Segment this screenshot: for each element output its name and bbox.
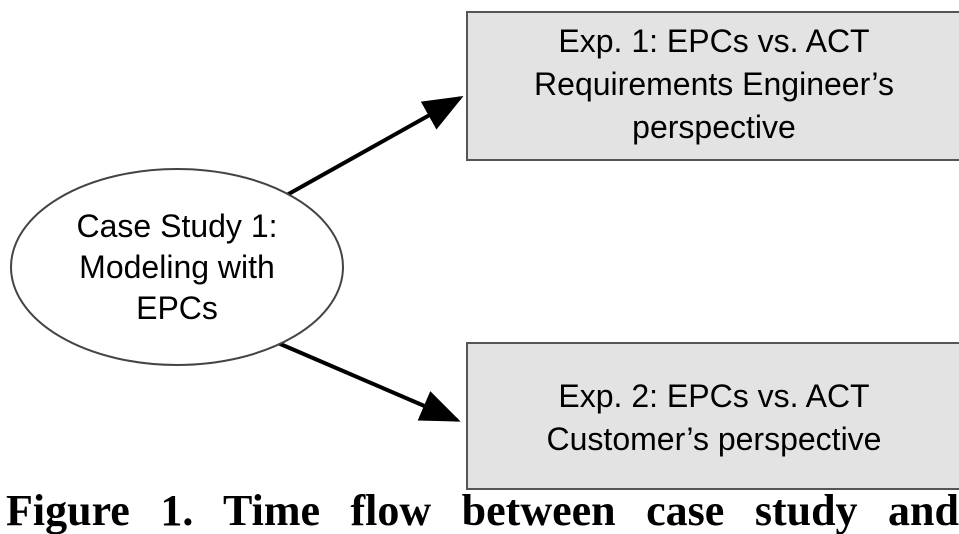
arrow-to-exp1 <box>284 96 464 198</box>
exp1-box <box>466 11 959 161</box>
case-study-node: Case Study 1: Modeling with EPCs <box>10 168 344 366</box>
case-study-line-1: Case Study 1: <box>77 208 278 244</box>
case-study-line-3: EPCs <box>136 290 218 326</box>
arrow-to-exp2 <box>277 341 461 422</box>
exp2-line-1: Exp. 2: EPCs vs. ACT <box>558 378 869 414</box>
exp1-node: Exp. 1: EPCs vs. ACT Requirements Engine… <box>466 11 959 161</box>
exp1-line-3: perspective <box>632 109 796 145</box>
exp2-line-2: Customer’s perspective <box>547 421 882 457</box>
exp1-line-2: Requirements Engineer’s <box>534 66 894 102</box>
exp1-line-1: Exp. 1: EPCs vs. ACT <box>558 23 869 59</box>
figure-caption: Figure 1. Time flow between case study a… <box>6 488 959 534</box>
exp2-box <box>466 342 959 490</box>
case-study-ellipse <box>10 168 344 366</box>
case-study-line-2: Modeling with <box>79 249 275 285</box>
exp2-node: Exp. 2: EPCs vs. ACT Customer’s perspect… <box>466 342 959 490</box>
